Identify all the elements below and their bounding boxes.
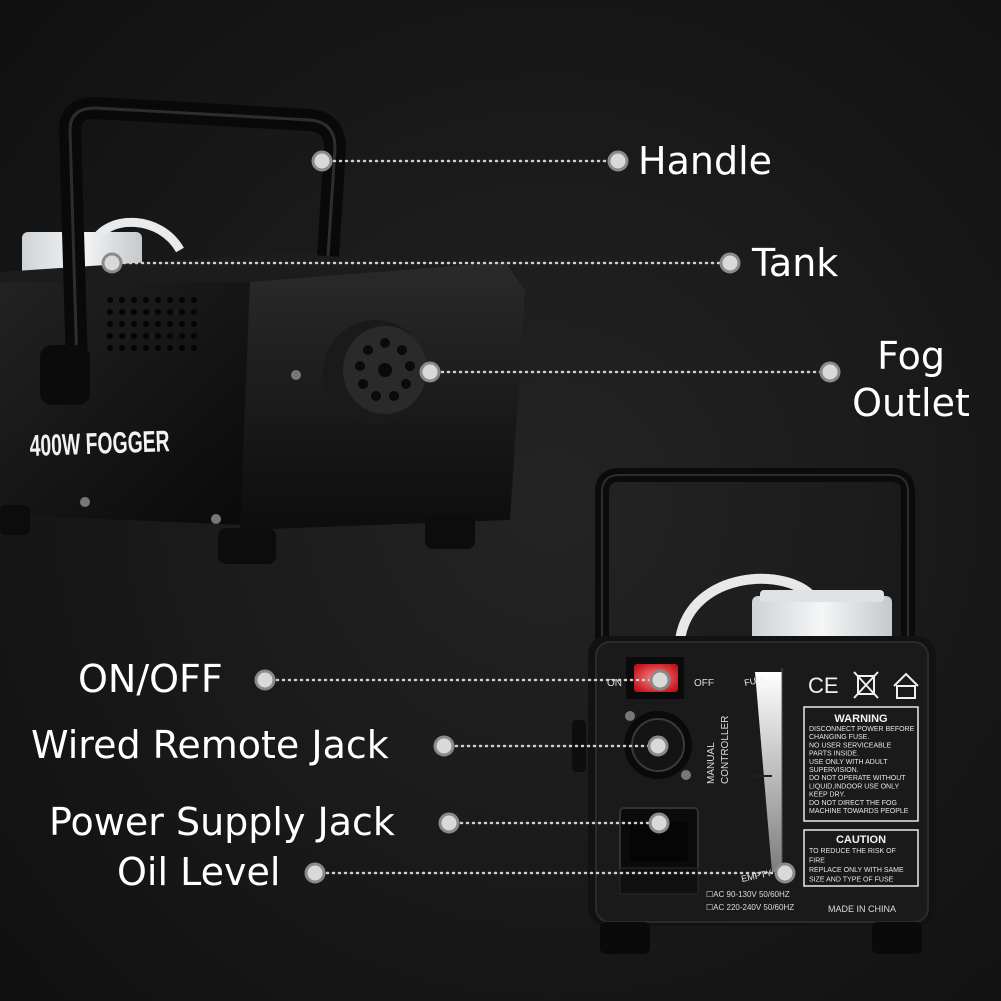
warningLines-line: DISCONNECT POWER BEFORE: [809, 726, 915, 733]
switch-on-label: ON: [607, 678, 622, 689]
model-label: 400W FOGGER: [29, 425, 170, 463]
callout-oil-level: Oil Level: [117, 850, 281, 894]
switch-off-label: OFF: [694, 678, 714, 689]
cautionLines-line: TO REDUCE THE RISK OF: [809, 848, 896, 855]
callout-dots: [101, 150, 841, 884]
callout-wired-remote-jack: Wired Remote Jack: [31, 723, 389, 767]
manual-controller-label-1: MANUAL: [706, 742, 717, 784]
cautionLines-line: SIZE AND TYPE OF FUSE: [809, 877, 894, 884]
callout-fog-outlet-line1: Fog: [877, 334, 945, 378]
fog-machine-front-view: 400W FOGGER: [0, 97, 525, 564]
side-panel: [0, 282, 255, 525]
manual-controller-label-2: CONTROLLER: [720, 716, 731, 784]
warning-box: [803, 706, 919, 822]
callout-fog-outlet-line2: Outlet: [852, 381, 970, 425]
warningLines-line: CHANGING FUSE.: [809, 734, 869, 741]
made-in-label: MADE IN CHINA: [828, 904, 896, 914]
ce-mark-icon: CE: [808, 673, 839, 698]
callout-handle: Handle: [638, 139, 773, 183]
warningLines-line: SUPERVISION.: [809, 767, 859, 774]
callout-power-supply-jack: Power Supply Jack: [49, 800, 395, 844]
caution-text: TO REDUCE THE RISK OF FIRE REPLACE ONLY WI…: [809, 848, 904, 884]
warning-title: WARNING: [834, 713, 887, 725]
warningLines-line: KEEP DRY.: [809, 792, 845, 799]
warningLines-line: LIQUID,INDOOR USE ONLY: [809, 783, 899, 790]
callout-tank: Tank: [752, 241, 839, 285]
voltage-option-1: ☐AC 90-130V 50/60HZ: [706, 890, 790, 899]
caution-box: [803, 829, 919, 887]
warningLines-line: PARTS INSIDE.: [809, 751, 859, 758]
cautionLines-line: REPLACE ONLY WITH SAME: [809, 867, 904, 874]
callout-on-off: ON/OFF: [78, 657, 223, 701]
warningLines-line: USE ONLY WITH ADULT: [809, 759, 888, 766]
cautionLines-line: FIRE: [809, 858, 825, 865]
power-supply-inlet: [619, 807, 699, 895]
caution-title: CAUTION: [836, 834, 886, 846]
gauge-full-label: FULL: [743, 674, 767, 688]
indoor-use-icon: [893, 672, 919, 699]
tank-hose: [91, 217, 184, 253]
warningLines-line: DO NOT DIRECT THE FOG: [809, 800, 897, 807]
voltage-option-2: ☐AC 220-240V 50/60HZ: [706, 903, 794, 912]
handle-knob: [40, 345, 90, 405]
warningLines-line: NO USER SERVICEABLE: [809, 742, 892, 749]
warningLines-line: DO NOT OPERATE WITHOUT: [809, 775, 906, 782]
warningLines-line: MACHINE TOWARDS PEOPLE: [809, 808, 909, 815]
callout-leaders: [110, 159, 832, 875]
weee-bin-icon: [853, 671, 879, 699]
vent-grille: [107, 297, 197, 351]
oil-level-gauge: [755, 672, 782, 872]
fog-outlet-nozzle: [323, 320, 427, 424]
